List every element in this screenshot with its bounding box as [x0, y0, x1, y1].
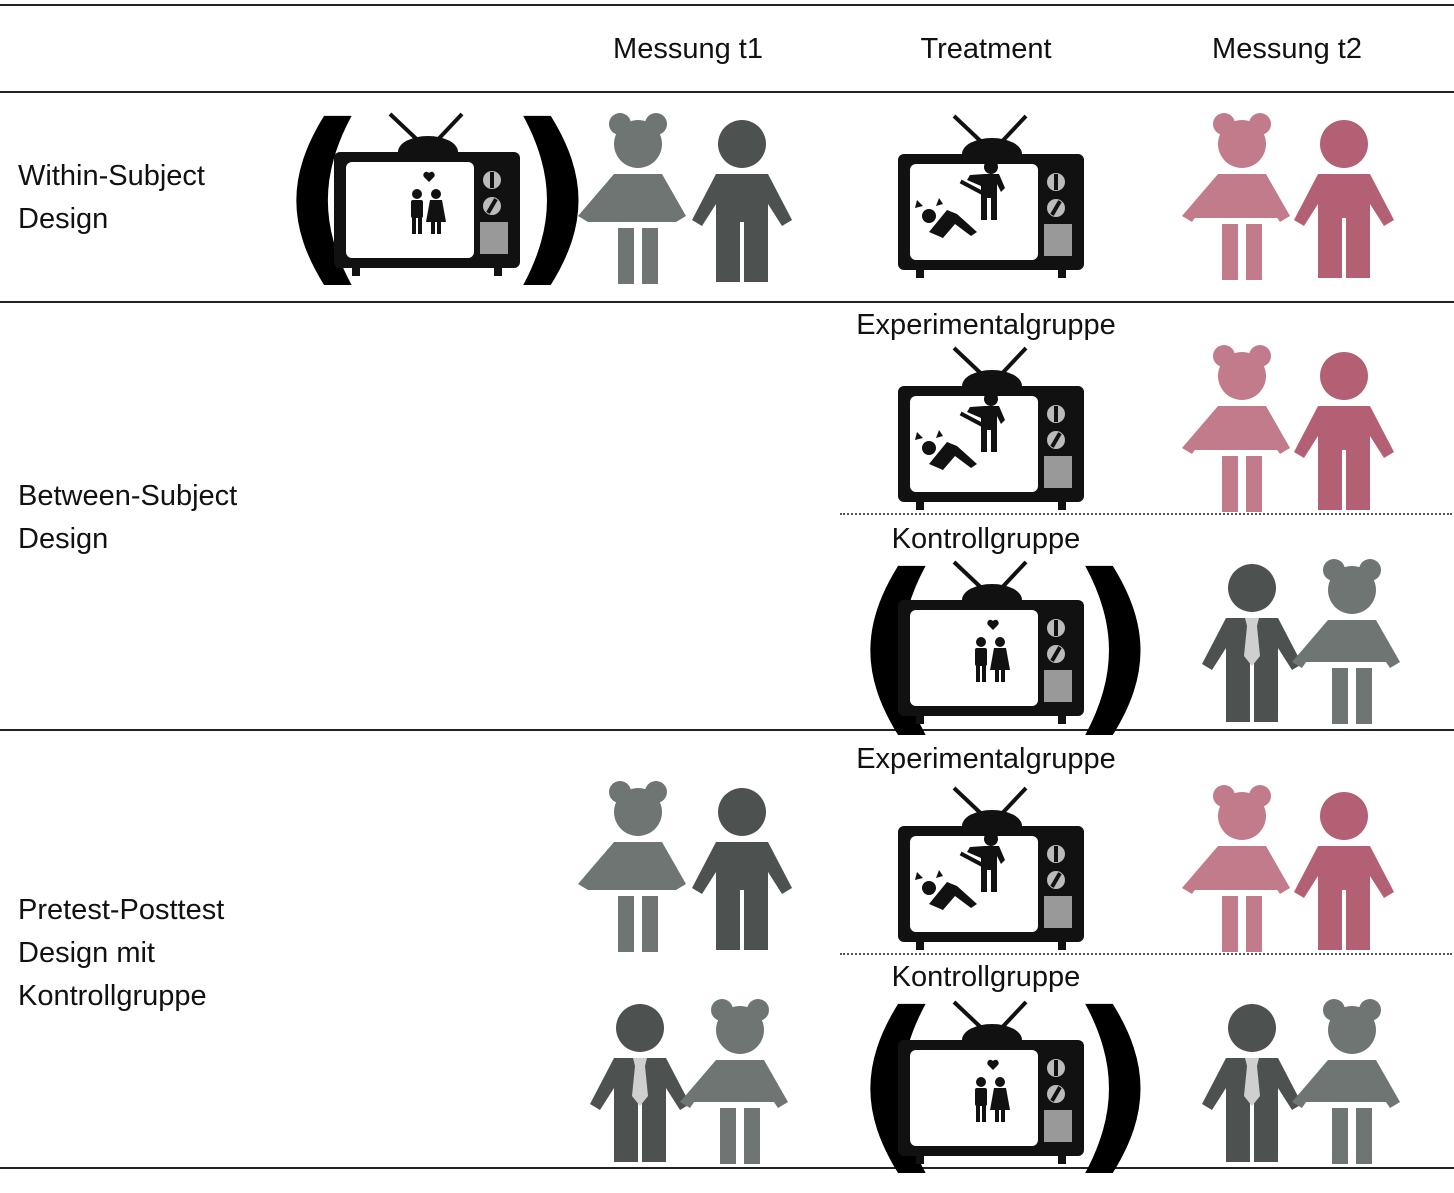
- boy-figure-icon: [1294, 792, 1394, 952]
- column-header-t1: Messung t1: [613, 33, 763, 65]
- girl-figure-icon: [1292, 999, 1400, 1164]
- column-header-t2: Messung t2: [1212, 33, 1362, 65]
- row-label-line: Design mit: [18, 937, 155, 969]
- tv-violence-scene-icon: [898, 786, 1084, 950]
- boy-figure-icon: [692, 788, 792, 952]
- group-label-experimental: Experimentalgruppe: [856, 743, 1116, 775]
- girl-figure-icon: [1182, 785, 1290, 952]
- table-bottom-rule: [0, 1167, 1454, 1169]
- column-header-treatment: Treatment: [920, 33, 1052, 65]
- girl-figure-icon: [1182, 345, 1290, 512]
- row-label-between: Between-Subject Design: [18, 475, 237, 561]
- boy-figure-icon: [1294, 352, 1394, 512]
- header-bottom-rule: [0, 91, 1454, 93]
- row-label-line: Within-Subject: [18, 160, 205, 192]
- row-label-line: Kontrollgruppe: [18, 980, 207, 1012]
- right-parenthesis: ): [1070, 972, 1157, 1193]
- boy-with-tie-figure-icon: [590, 1004, 690, 1164]
- row-divider-within: [0, 301, 1454, 303]
- right-parenthesis: ): [508, 84, 595, 305]
- group-label-control: Kontrollgruppe: [891, 961, 1081, 993]
- group-label-experimental: Experimentalgruppe: [856, 309, 1116, 341]
- row-label-line: Design: [18, 203, 109, 235]
- row-label-line: Between-Subject: [18, 480, 238, 512]
- tv-love-scene-icon: [898, 1000, 1084, 1164]
- tv-love-scene-icon: [334, 112, 520, 276]
- girl-figure-icon: [680, 999, 788, 1164]
- tv-violence-scene-icon: [898, 346, 1084, 510]
- group-divider-between: [840, 513, 1452, 515]
- right-parenthesis: ): [1070, 534, 1157, 755]
- group-label-control: Kontrollgruppe: [891, 523, 1081, 555]
- row-divider-between: [0, 729, 1454, 731]
- boy-figure-icon: [692, 120, 792, 284]
- row-label-line: Pretest-Posttest: [18, 894, 225, 926]
- tv-love-scene-icon: [898, 560, 1084, 724]
- boy-figure-icon: [1294, 120, 1394, 280]
- tv-violence-scene-icon: [898, 114, 1084, 278]
- girl-figure-icon: [1182, 113, 1290, 280]
- boy-with-tie-figure-icon: [1202, 564, 1302, 724]
- boy-with-tie-figure-icon: [1202, 1004, 1302, 1164]
- girl-figure-icon: [1292, 559, 1400, 724]
- girl-figure-icon: [578, 781, 686, 952]
- row-label-within: Within-Subject Design: [18, 155, 205, 241]
- girl-figure-icon: [578, 113, 686, 284]
- group-divider-pretest: [840, 953, 1452, 955]
- row-label-pretest: Pretest-Posttest Design mit Kontrollgrup…: [18, 889, 224, 1018]
- table-top-rule: [0, 4, 1454, 6]
- row-label-line: Design: [18, 523, 109, 555]
